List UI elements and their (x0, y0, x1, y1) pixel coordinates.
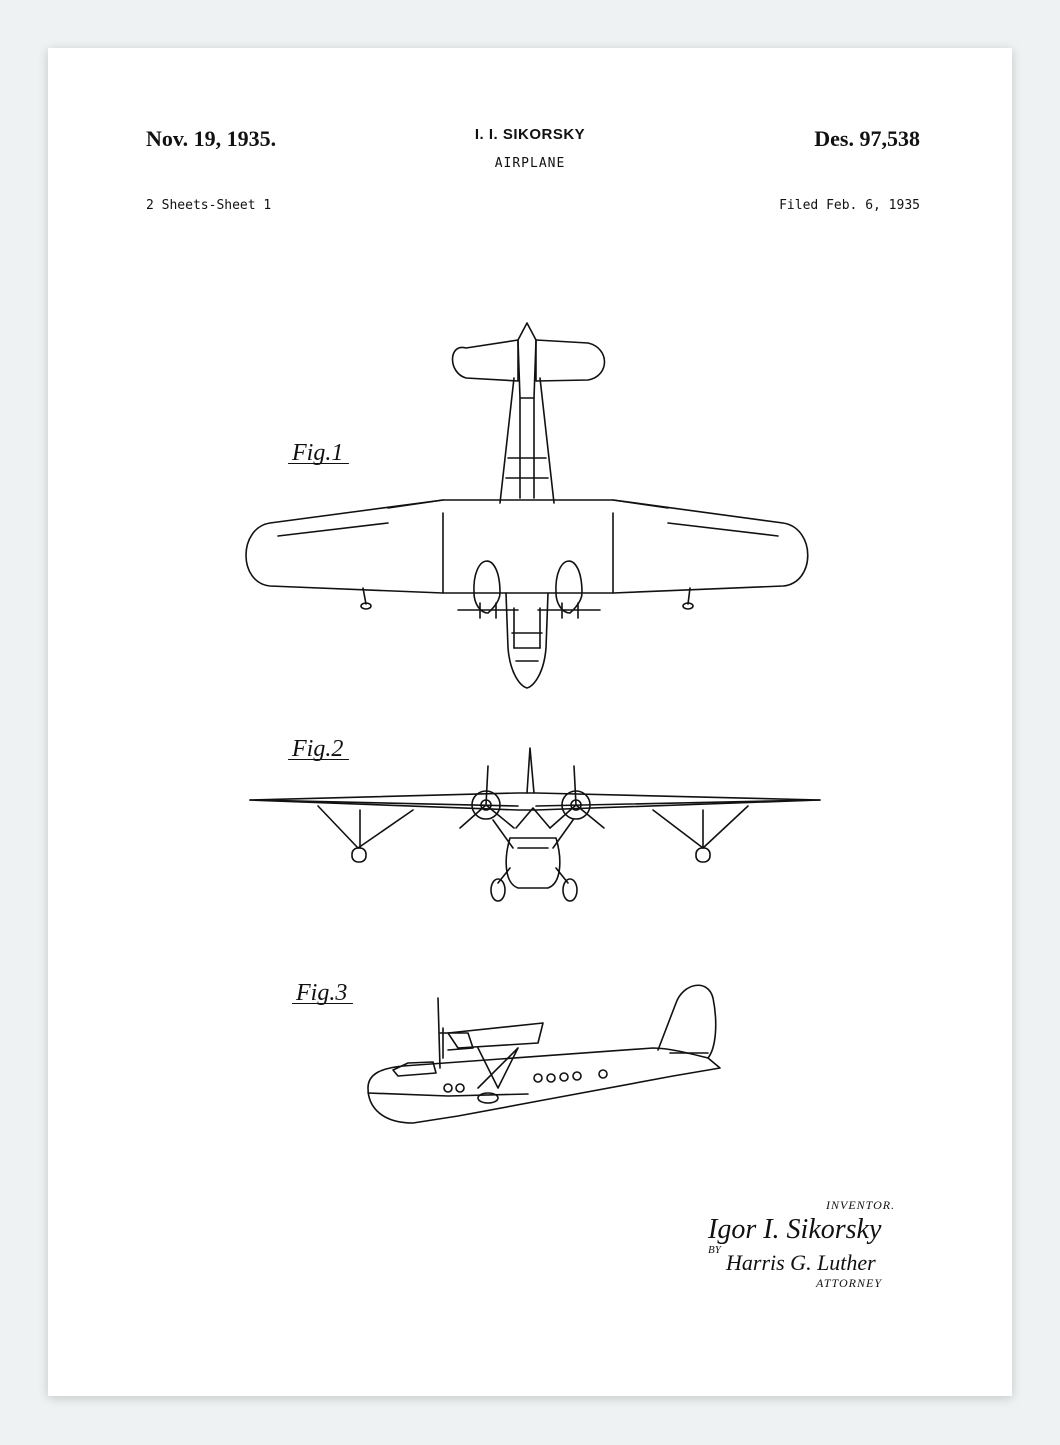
inventor-label: INVENTOR. (826, 1198, 896, 1212)
fig3-label: Fig.3 (296, 980, 348, 1006)
sheet-count: 2 Sheets-Sheet 1 (146, 198, 272, 213)
by-label: BY (708, 1244, 721, 1256)
fig2-front-view (249, 747, 821, 902)
patent-drawing (245, 322, 821, 1124)
attorney-label: ATTORNEY (816, 1276, 883, 1290)
patent-title: AIRPLANE (494, 156, 566, 171)
fig1-top-view (245, 322, 809, 689)
attorney-signature: Harris G. Luther (726, 1250, 876, 1275)
inventor-header: I. I. SIKORSKY (474, 126, 586, 143)
design-number: Des. 97,538 (814, 126, 920, 151)
patent-sheet: Nov. 19, 1935. I. I. SIKORSKY AIRPLANE D… (48, 48, 1012, 1396)
fig2-label: Fig.2 (292, 736, 344, 762)
patent-date: Nov. 19, 1935. (146, 126, 277, 151)
fig1-label: Fig.1 (292, 440, 344, 466)
inventor-signature: Igor I. Sikorsky (708, 1214, 882, 1245)
fig3-side-view (367, 984, 721, 1124)
filed-date: Filed Feb. 6, 1935 (779, 198, 920, 213)
